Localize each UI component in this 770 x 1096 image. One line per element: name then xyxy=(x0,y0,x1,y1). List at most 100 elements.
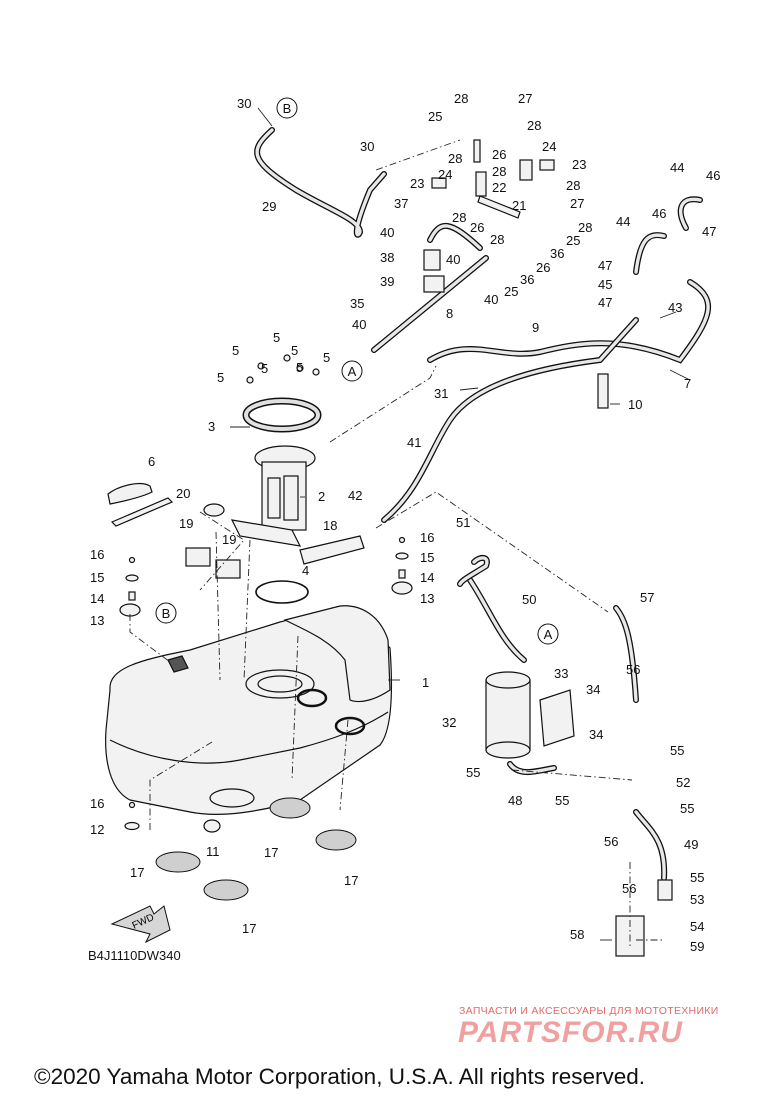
callout-label: 5 xyxy=(323,350,330,365)
callout-label: 40 xyxy=(380,225,394,240)
svg-text:B: B xyxy=(162,606,171,621)
mount-stack-bottom xyxy=(124,801,221,833)
callout-label: 42 xyxy=(348,488,362,503)
callout-label: 5 xyxy=(291,343,298,358)
callout-label: 51 xyxy=(456,515,470,530)
callout-label: 44 xyxy=(670,160,684,175)
callout-label: 50 xyxy=(522,592,536,607)
callout-label: 9 xyxy=(532,320,539,335)
drain-pads xyxy=(155,797,357,901)
callout-label: 3 xyxy=(208,419,215,434)
callout-label: 47 xyxy=(598,258,612,273)
o-ring xyxy=(255,580,309,604)
callout-label: 17 xyxy=(242,921,256,936)
callout-label: 23 xyxy=(410,176,424,191)
callout-label: 56 xyxy=(604,834,618,849)
callout-label: 40 xyxy=(484,292,498,307)
callout-label: 5 xyxy=(273,330,280,345)
callout-label: 25 xyxy=(504,284,518,299)
callout-label: 28 xyxy=(452,210,466,225)
callout-label: 48 xyxy=(508,793,522,808)
callout-label: 55 xyxy=(680,801,694,816)
strip xyxy=(110,497,174,527)
callout-label: 34 xyxy=(589,727,603,742)
callout-label: 21 xyxy=(512,198,526,213)
callout-label: 54 xyxy=(690,919,704,934)
callout-label: 16 xyxy=(420,530,434,545)
callout-label: 28 xyxy=(566,178,580,193)
hose-37 xyxy=(427,222,483,251)
callout-label: 12 xyxy=(90,822,104,837)
callout-label: 56 xyxy=(626,662,640,677)
canister xyxy=(485,671,531,759)
callout-label: 44 xyxy=(616,214,630,229)
callout-label: 28 xyxy=(454,91,468,106)
hose-7 xyxy=(427,279,711,364)
pump-ring xyxy=(242,397,322,433)
callout-label: 55 xyxy=(555,793,569,808)
copyright-notice: ©2020 Yamaha Motor Corporation, U.S.A. A… xyxy=(34,1064,646,1089)
callout-label: 5 xyxy=(296,360,303,375)
seal-ring xyxy=(334,716,366,736)
fuel-tank xyxy=(105,605,393,815)
seal-ring xyxy=(296,688,328,708)
tank-bracket xyxy=(299,535,365,565)
callout-label: 31 xyxy=(434,386,448,401)
valve-cluster xyxy=(423,139,555,293)
callout-label: 19 xyxy=(222,532,236,547)
svg-text:A: A xyxy=(544,627,553,642)
callout-labels: 30 29 30 28 25 27 28 28 26 24 23 24 28 2… xyxy=(90,91,720,954)
callout-label: 8 xyxy=(446,306,453,321)
bolts-5 xyxy=(246,354,320,384)
callout-label: 28 xyxy=(490,232,504,247)
callout-label: 11 xyxy=(206,844,220,859)
callout-label: 30 xyxy=(237,96,251,111)
callout-label: 36 xyxy=(550,246,564,261)
callout-label: 37 xyxy=(394,196,408,211)
hose-35 xyxy=(371,255,489,353)
callout-label: 41 xyxy=(407,435,421,450)
callout-label: 55 xyxy=(466,765,480,780)
ref-marker-b-top: B xyxy=(276,97,298,119)
ref-marker-b-bottom: B xyxy=(155,602,177,624)
callout-label: 35 xyxy=(350,296,364,311)
mount-stack-right xyxy=(391,536,413,595)
hose-segments xyxy=(613,605,639,703)
callout-label: 28 xyxy=(578,220,592,235)
watermark-tagline: ЗАПЧАСТИ И АКСЕССУАРЫ ДЛЯ МОТОТЕХНИКИ xyxy=(459,1005,719,1017)
callout-label: 28 xyxy=(448,151,462,166)
ref-marker-a-top: A xyxy=(341,360,363,382)
callout-label: 17 xyxy=(344,873,358,888)
callout-label: 13 xyxy=(90,613,104,628)
callout-label: 30 xyxy=(360,139,374,154)
callout-label: 32 xyxy=(442,715,456,730)
callout-label: 5 xyxy=(232,343,239,358)
svg-text:A: A xyxy=(348,364,357,379)
callout-label: 16 xyxy=(90,547,104,562)
hose-49 xyxy=(633,809,668,881)
callout-label: 10 xyxy=(628,397,642,412)
callout-label: 20 xyxy=(176,486,190,501)
callout-label: 27 xyxy=(570,196,584,211)
callout-label: 19 xyxy=(179,516,193,531)
hose-29 xyxy=(254,127,387,238)
callout-label: 17 xyxy=(130,865,144,880)
callout-label: 16 xyxy=(90,796,104,811)
hose-48 xyxy=(507,761,557,775)
ref-marker-a-bottom: A xyxy=(537,623,559,645)
callout-label: 7 xyxy=(684,376,691,391)
callout-label: 2 xyxy=(318,489,325,504)
callout-label: 40 xyxy=(446,252,460,267)
damper-right xyxy=(215,559,241,579)
callout-label: 28 xyxy=(492,164,506,179)
callout-label: 26 xyxy=(536,260,550,275)
callout-label: 5 xyxy=(261,361,268,376)
mount-stack-left xyxy=(119,556,141,617)
callout-label: 38 xyxy=(380,250,394,265)
callout-label: 28 xyxy=(527,118,541,133)
callout-label: 43 xyxy=(668,300,682,315)
callout-label: 46 xyxy=(652,206,666,221)
callout-label: 36 xyxy=(520,272,534,287)
leader-lines xyxy=(230,107,691,941)
dashed-links xyxy=(129,139,664,948)
